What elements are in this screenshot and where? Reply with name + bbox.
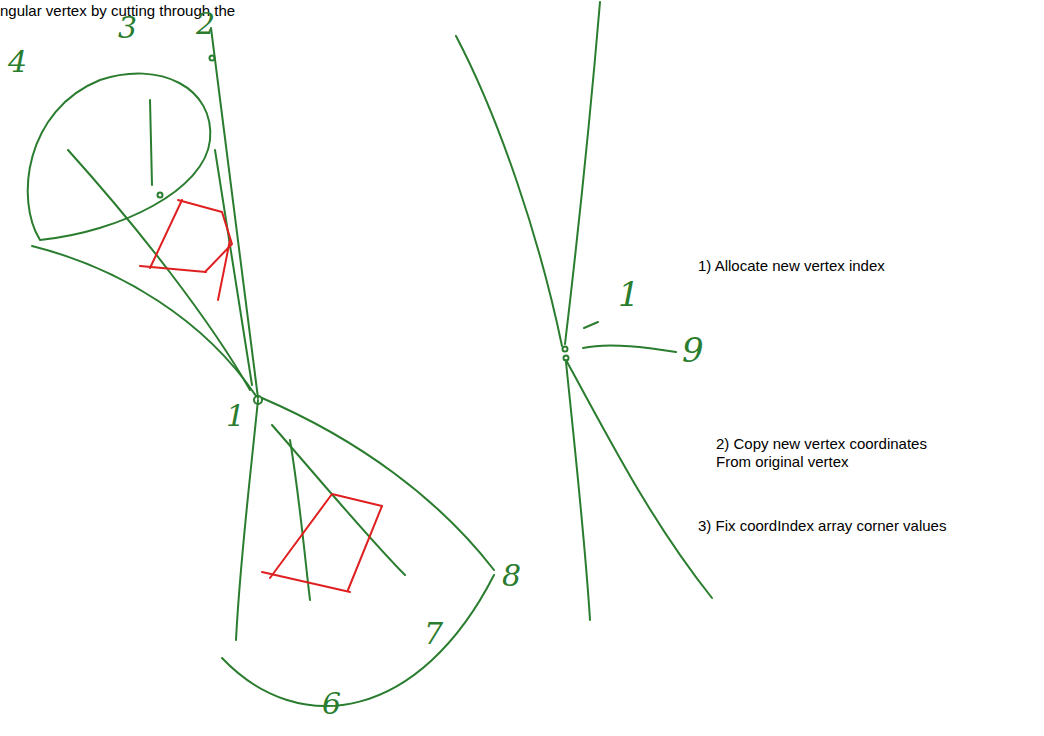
step-note: 1) Allocate new vertex index — [698, 257, 885, 275]
callout-number: 1 — [618, 274, 640, 315]
callout-number: 6 — [322, 686, 341, 722]
step-note: 3) Fix coordIndex array corner values — [698, 517, 946, 535]
callout-number: 3 — [118, 10, 137, 46]
callout-number: 8 — [502, 558, 521, 594]
callout-number: 9 — [682, 330, 704, 371]
step-note: 2) Copy new vertex coordinates From orig… — [716, 435, 966, 471]
callout-number: 1 — [226, 398, 245, 434]
callout-number: 4 — [8, 44, 27, 80]
callout-number: 2 — [196, 6, 215, 42]
callout-number: 7 — [424, 616, 443, 652]
